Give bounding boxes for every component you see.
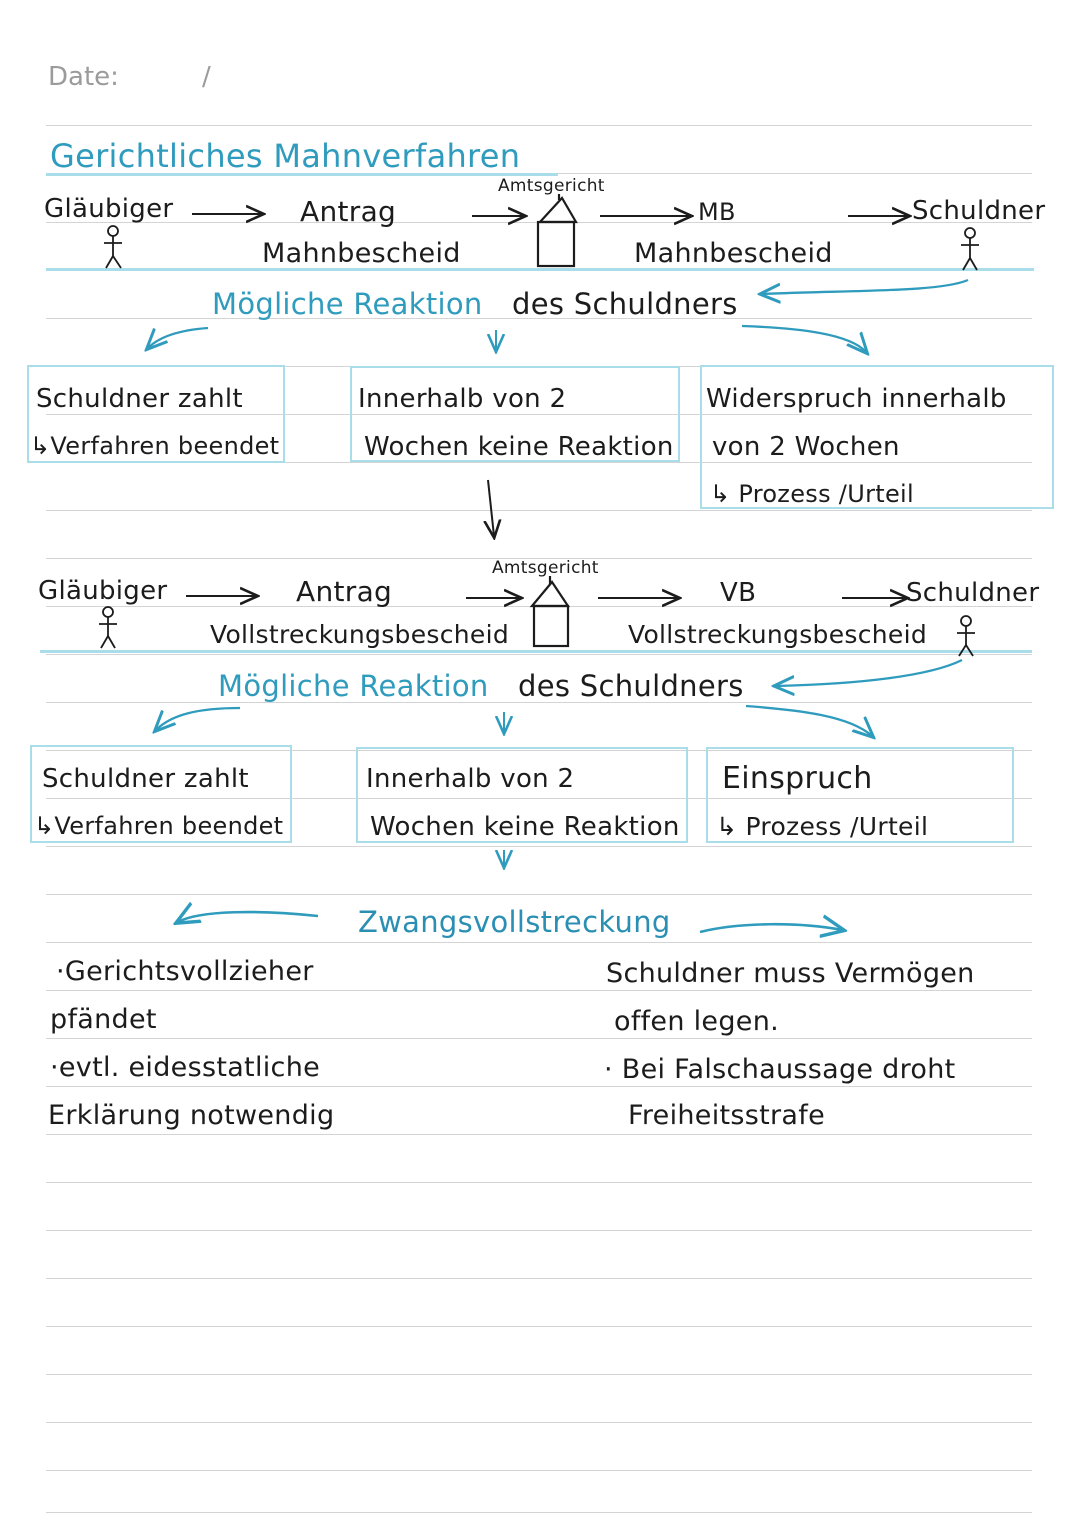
page-title: Gerichtliches Mahnverfahren [50,137,521,175]
enforcement-arrow-right [699,924,842,932]
enforcement-arrow-left [178,912,319,922]
reaction-box-no-reaction [350,366,680,462]
ruled-line [46,702,1032,703]
creditor-label: Gläubiger [38,576,168,606]
ruled-line [46,894,1032,895]
box-objection-line2: ↳ Prozess /Urteil [716,812,929,841]
box-objection-line3: ↳ Prozess /Urteil [710,480,914,508]
reaction-box-objection [700,365,1054,509]
court-building-icon [536,194,578,268]
branch-arrow-left [156,706,241,730]
enforcement-left-line2: pfändet [50,1004,157,1035]
ruled-line [46,750,1032,751]
output-long-label: Vollstreckungsbescheid [628,620,927,649]
request-document-label: Vollstreckungsbescheid [210,620,509,649]
date-label: Date: [48,62,119,92]
ruled-line [46,654,1032,655]
debtor-label: Schuldner [912,196,1046,226]
reaction-heading-colored: Mögliche Reaktion [218,669,489,703]
box-no-reaction-line1: Innerhalb von 2 [366,764,575,794]
reaction-heading-rest: des Schuldners [518,669,744,703]
ruled-line [46,558,1032,559]
enforcement-right-line2: offen legen. [614,1006,779,1037]
debtor-reaction-arrow [776,658,963,686]
enforcement-heading: Zwangsvollstreckung [358,905,671,939]
branch-arrow-right [741,324,866,352]
box-pays-line1: Schuldner zahlt [42,764,249,794]
ruled-line [46,1230,1032,1231]
box-no-reaction-line2: Wochen keine Reaktion [364,432,674,462]
ruled-line [46,1134,1032,1135]
ruled-line [46,318,1032,319]
output-long-label: Mahnbescheid [634,238,833,269]
box-pays-line1: Schuldner zahlt [36,384,243,414]
reaction-box-pays [30,745,292,843]
box-no-reaction-line1: Innerhalb von 2 [358,384,567,414]
box-pays-line2: ↳Verfahren beendet [34,812,284,840]
request-label: Antrag [296,575,393,608]
output-short-label: MB [698,198,736,226]
box-pays-line2: ↳Verfahren beendet [30,432,280,460]
debtor-label: Schuldner [906,578,1040,608]
box-objection-line1: Einspruch [722,761,873,796]
court-label: Amtsgericht [498,176,605,196]
branch-arrow-right [745,704,872,736]
output-short-label: VB [720,578,757,608]
enforcement-right-line4: Freiheitsstrafe [628,1100,825,1131]
ruled-line [46,414,1032,415]
title-highlight [46,173,558,176]
creditor-stick-figure-icon [99,606,117,649]
court-building-icon [529,576,571,648]
ruled-line [46,1038,1032,1039]
ruled-line [46,1278,1032,1279]
branch-arrow-left [148,326,209,348]
debtor-reaction-arrow [762,278,969,294]
ruled-line [46,1470,1032,1471]
flow-row-highlight [46,268,1034,271]
ruled-line [46,846,1032,847]
ruled-line [46,1374,1032,1375]
reaction-box-no-reaction [356,747,688,843]
ruled-line [46,125,1032,126]
date-separator: / [202,62,211,92]
request-label: Antrag [300,195,397,228]
enforcement-right-line3: · Bei Falschaussage droht [604,1054,956,1085]
ruled-line [46,462,1032,463]
enforcement-right-line1: Schuldner muss Vermögen [606,958,975,989]
ruled-line [46,1326,1032,1327]
court-label: Amtsgericht [492,558,599,578]
enforcement-left-line4: Erklärung notwendig [48,1100,335,1131]
flow-row-highlight [40,650,1032,653]
reaction-box-objection [706,747,1014,843]
reaction-box-pays [27,365,285,463]
reaction-heading-colored: Mögliche Reaktion [212,287,483,321]
reaction-heading-rest: des Schuldners [512,287,738,321]
request-document-label: Mahnbescheid [262,238,461,269]
enforcement-left-line1: ·Gerichtsvollzieher [56,956,314,987]
ruled-line [46,1182,1032,1183]
debtor-stick-figure-icon [957,615,975,657]
creditor-label: Gläubiger [44,194,174,224]
ruled-line [46,942,1032,943]
ruled-line [46,1422,1032,1423]
ruled-line [46,990,1032,991]
ruled-line [46,510,1032,511]
debtor-stick-figure-icon [961,227,979,271]
box-objection-line1: Widerspruch innerhalb [706,384,1007,414]
connector-arrow [488,479,494,536]
ruled-line [46,1512,1032,1513]
ruled-line [46,798,1032,799]
ruled-line [46,1086,1032,1087]
creditor-stick-figure-icon [104,225,122,269]
box-objection-line2: von 2 Wochen [712,432,900,462]
enforcement-left-line3: ·evtl. eidesstatliche [50,1052,321,1083]
box-no-reaction-line2: Wochen keine Reaktion [370,812,680,842]
